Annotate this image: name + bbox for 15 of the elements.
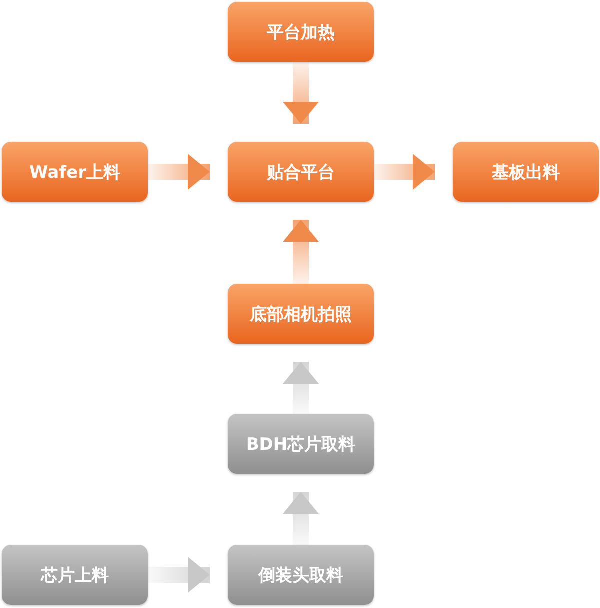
block-arrow bbox=[283, 362, 319, 414]
block-arrow bbox=[148, 154, 210, 190]
process-box: 平台加热 bbox=[228, 2, 374, 62]
block-arrow bbox=[283, 220, 319, 284]
process-box: 倒装头取料 bbox=[228, 545, 374, 605]
block-arrow bbox=[283, 62, 319, 124]
process-box: 贴合平台 bbox=[228, 142, 374, 202]
process-box: 基板出料 bbox=[453, 142, 599, 202]
process-box: Wafer上料 bbox=[2, 142, 148, 202]
block-arrow bbox=[283, 492, 319, 545]
process-box: 底部相机拍照 bbox=[228, 284, 374, 344]
process-box: BDH芯片取料 bbox=[228, 414, 374, 474]
process-box: 芯片上料 bbox=[2, 545, 148, 605]
block-arrow bbox=[374, 154, 435, 190]
block-arrow bbox=[148, 557, 210, 593]
